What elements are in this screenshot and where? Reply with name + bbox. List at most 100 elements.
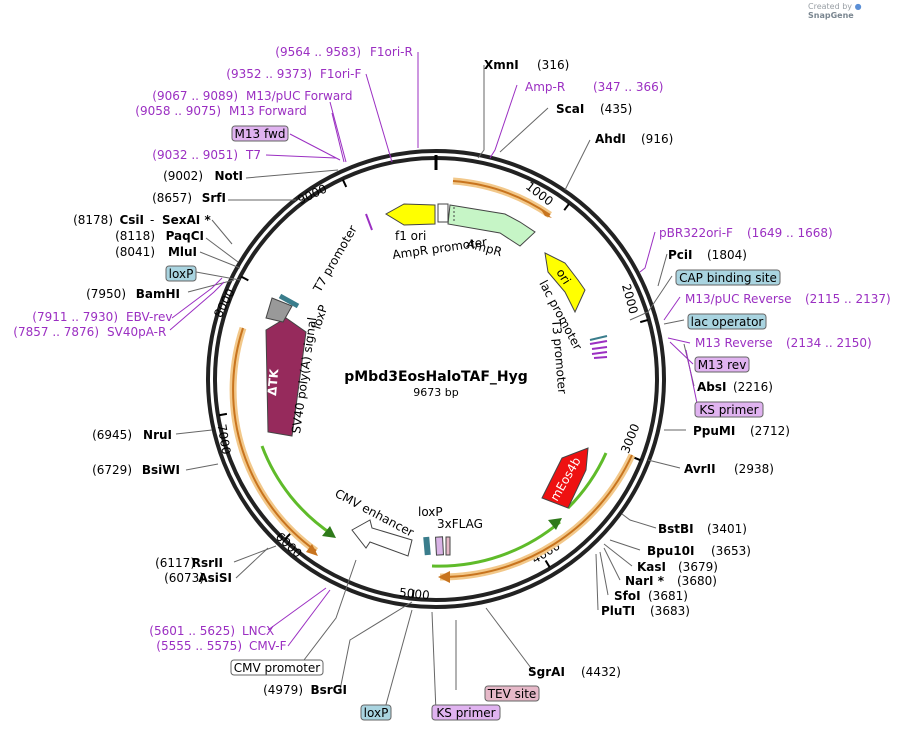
site-name: PaqCI (166, 229, 204, 243)
site-position: (435) (600, 102, 632, 116)
site-name: ScaI (556, 102, 584, 116)
primer-name: M13/pUC Reverse (685, 292, 792, 306)
site-position: (3653) (711, 544, 751, 558)
feature-box-label: TEV site (487, 687, 537, 701)
site-name: PpuMI (693, 424, 735, 438)
site-position: (6729) (92, 463, 132, 477)
feature-box (165, 265, 197, 282)
t7-promoter-label: T7 promoter (310, 223, 360, 295)
tick-mark (284, 532, 292, 540)
site-name: BamHI (136, 287, 180, 301)
feature-box (230, 659, 324, 676)
site-name: MluI (168, 245, 197, 259)
site-name: AbsI (697, 380, 726, 394)
primer-position: (9032 .. 9051) (152, 148, 238, 162)
site-position: (8118) (115, 229, 155, 243)
orf-arcs (229, 177, 636, 583)
flag-mark (435, 536, 444, 556)
tick-mark (341, 179, 348, 188)
site-star: * (658, 574, 665, 588)
halo-orf-line (439, 454, 633, 579)
primer-position: (9058 .. 9075) (135, 104, 221, 118)
primer-name: M13 Reverse (695, 336, 773, 350)
site-name: KasI (637, 560, 666, 574)
site-position: (3683) (650, 604, 690, 618)
site-name: XmnI (484, 58, 519, 72)
credit-text: Created by (808, 2, 853, 11)
primer-name: EBV-rev (126, 310, 172, 324)
primer-name: T7 (245, 148, 261, 162)
f1-ori-label: f1 ori (395, 229, 426, 243)
primer-position: (2134 .. 2150) (786, 336, 872, 350)
feature-box (360, 704, 392, 721)
feature-box-label: lac operator (691, 315, 764, 329)
site-position: (3401) (707, 522, 747, 536)
tick-mark (639, 319, 649, 324)
site-dash: - (150, 213, 154, 227)
tick-mark (411, 589, 415, 598)
feature-box (675, 269, 781, 286)
feature-box (694, 401, 764, 418)
feature-box-label: KS primer (699, 403, 758, 417)
feature-box-label: loxP (169, 267, 194, 281)
site-position: (4432) (581, 665, 621, 679)
feature-box (431, 704, 501, 721)
primer-position: (2115 .. 2137) (805, 292, 891, 306)
primer-name: F1ori-F (320, 67, 361, 81)
site-name: SfoI (614, 589, 641, 603)
tick-mark (563, 203, 570, 211)
meos-arrow (541, 447, 589, 509)
site-position: (2216) (733, 380, 773, 394)
site-position: (2938) (734, 462, 774, 476)
primer-name: F1ori-R (370, 45, 413, 59)
site-position: (1804) (707, 248, 747, 262)
loxp-bottom-label: loxP (418, 505, 443, 519)
site-position: (3680) (677, 574, 717, 588)
feature-box (687, 313, 767, 330)
feature-box-label: M13 fwd (235, 127, 286, 141)
site-name: NarI (625, 574, 654, 588)
tick-label: 5000 (398, 585, 430, 602)
hyg-green-head (322, 526, 336, 538)
credit-brand: SnapGene (808, 11, 854, 20)
site-position: (6117) (155, 556, 195, 570)
primer-position: (5601 .. 5625) (149, 624, 235, 638)
site-name: CsiI (119, 213, 144, 227)
feature-box-label: loxP (364, 706, 389, 720)
hyg-orf-line (232, 327, 317, 552)
tick-mark (218, 412, 228, 417)
ampr-promoter-box (437, 203, 449, 223)
primer-position: (9352 .. 9373) (226, 67, 312, 81)
feature-box-label: CAP binding site (679, 271, 777, 285)
leader-lines (169, 52, 699, 713)
tev-orf-line (431, 520, 561, 568)
site-position: (6945) (92, 428, 132, 442)
primer-name: M13 Forward (229, 104, 307, 118)
t7-promoter-mark (365, 213, 373, 231)
site-name: AhdI (595, 132, 626, 146)
tev-orf-head (548, 518, 562, 530)
site-position: (8657) (152, 191, 192, 205)
site-name: Bpu10I (647, 544, 694, 558)
primer-position: (5555 .. 5575) (156, 639, 242, 653)
site-position: (6073) (164, 571, 204, 585)
primer-stack-right (589, 335, 608, 359)
site-position: (8178) (73, 213, 113, 227)
tev-mark (445, 536, 451, 556)
primer-name: M13/pUC Forward (246, 89, 353, 103)
hyg-orf-green (260, 445, 334, 537)
loxp-mark-bottom (423, 536, 431, 556)
site-name: AvrII (684, 462, 716, 476)
snapgene-logo-icon: ● (854, 2, 862, 11)
feature-box (484, 685, 540, 702)
feature-box-label: KS primer (436, 706, 495, 720)
meos-orf-line (566, 452, 608, 510)
site-name: BsiWI (142, 463, 180, 477)
primer-name: Amp-R (525, 80, 565, 94)
site-name: BstBI (658, 522, 694, 536)
t3-promoter-label: T3 promoter (549, 318, 570, 394)
site-position: (3679) (678, 560, 718, 574)
site-name: BsrGI (310, 683, 347, 697)
